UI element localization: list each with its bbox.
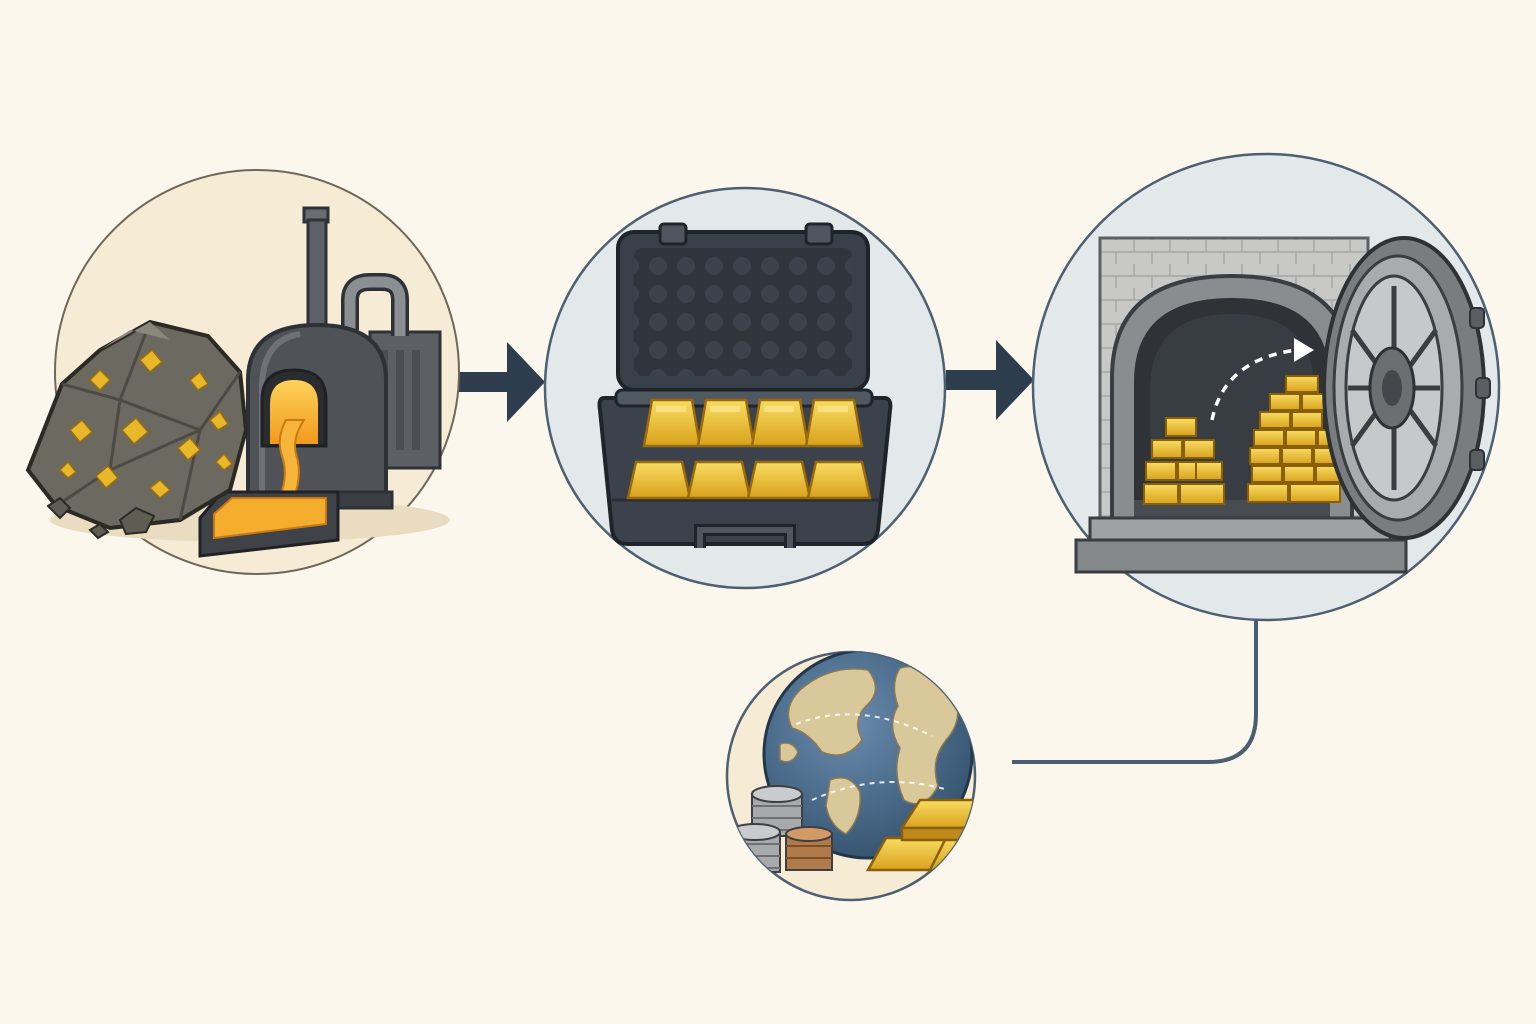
stage-vault-storage [1033, 154, 1499, 620]
stage-mining-smelting [28, 170, 459, 574]
arrow-mining-to-transport [457, 342, 545, 422]
stage-transport [545, 188, 945, 588]
gold-briefcase-icon [600, 224, 891, 548]
arrow-transport-to-vault [946, 340, 1034, 420]
stage-global-trade [727, 650, 1008, 900]
bank-vault-icon [1076, 238, 1490, 572]
